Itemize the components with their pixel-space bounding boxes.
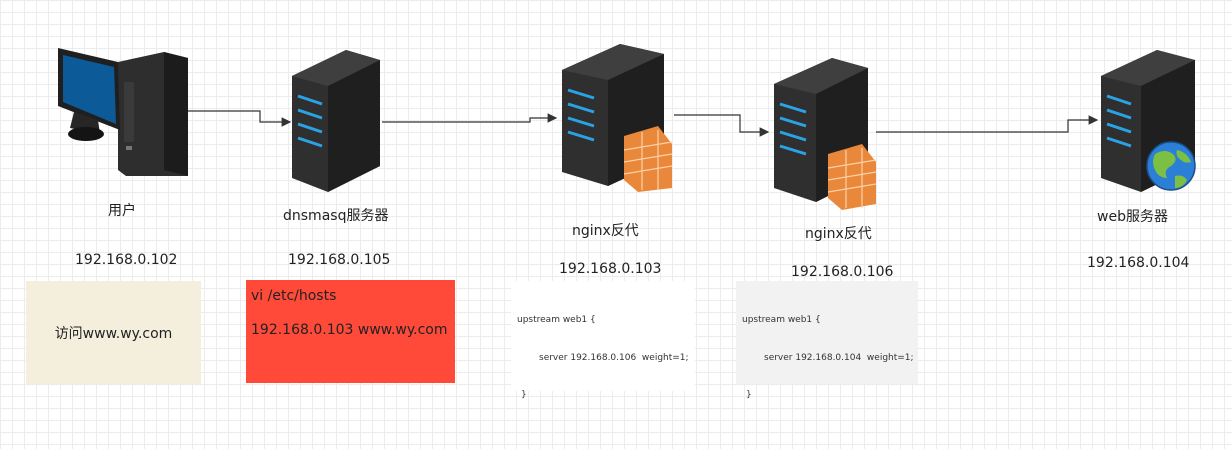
- note-user: 访问www.wy.com: [26, 281, 201, 384]
- arrow-nginx2-to-web: [876, 115, 1099, 133]
- arrow-user-to-dns: [188, 110, 292, 127]
- node-name-nginx2: nginx反代: [805, 226, 872, 242]
- note-dns-line2: 192.168.0.103 www.wy.com: [251, 322, 448, 338]
- note-nginx2-line2: server 192.168.0.104 weight=1;: [764, 352, 914, 363]
- note-user-text: 访问www.wy.com: [54, 325, 173, 342]
- server-icon: [292, 50, 380, 192]
- note-nginx1-line3: }: [521, 390, 527, 400]
- node-ip-user: 192.168.0.102: [75, 252, 178, 268]
- node-ip-dnsmasq: 192.168.0.105: [288, 252, 391, 268]
- node-name-user: 用户: [108, 203, 136, 219]
- note-nginx2-line1: upstream web1 {: [742, 315, 821, 325]
- arrow-nginx1-to-nginx2: [674, 114, 770, 137]
- node-ip-web: 192.168.0.104: [1087, 255, 1190, 271]
- server-firewall-icon: [562, 44, 673, 192]
- arrow-dns-to-nginx1: [382, 113, 558, 123]
- node-name-nginx1: nginx反代: [572, 223, 639, 239]
- note-nginx2-upstream: upstream web1 { server 192.168.0.104 wei…: [736, 281, 918, 400]
- note-nginx2-line3: }: [746, 390, 752, 400]
- pc-monitor-icon: [58, 48, 188, 176]
- note-nginx1-upstream: upstream web1 { server 192.168.0.106 wei…: [511, 281, 695, 400]
- note-nginx1-line1: upstream web1 {: [517, 315, 596, 325]
- node-name-web: web服务器: [1097, 209, 1168, 225]
- node-ip-nginx1: 192.168.0.103: [559, 261, 662, 277]
- server-globe-icon: [1101, 50, 1196, 192]
- note-dns-hosts: vi /etc/hosts 192.168.0.103 www.wy.com: [246, 280, 455, 383]
- note-nginx1-line2: server 192.168.0.106 weight=1;: [539, 352, 689, 363]
- node-name-dnsmasq: dnsmasq服务器: [283, 208, 389, 224]
- server-firewall-icon: [774, 58, 877, 210]
- note-dns-line1: vi /etc/hosts: [251, 288, 337, 304]
- node-ip-nginx2: 192.168.0.106: [791, 264, 894, 280]
